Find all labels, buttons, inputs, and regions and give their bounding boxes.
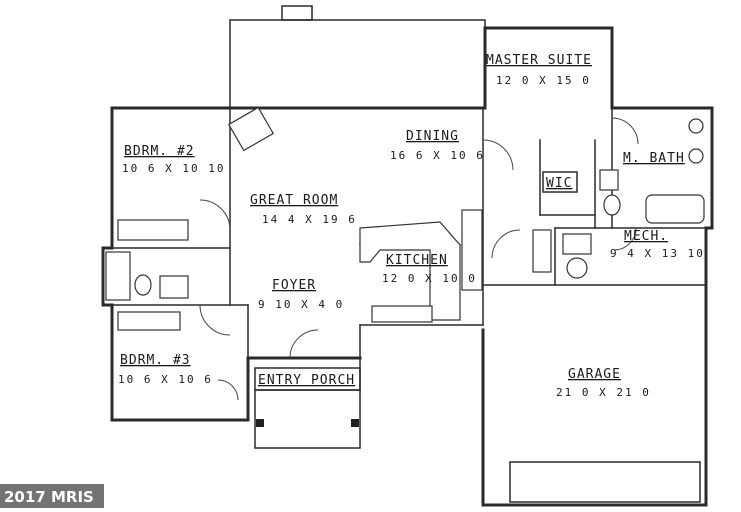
vanity <box>159 275 189 299</box>
bdrm2-name: BDRM. #2 <box>124 144 195 159</box>
sink <box>688 118 704 134</box>
bathtub <box>645 194 705 224</box>
door-swing <box>611 117 639 145</box>
watermark: 2017 MRIS <box>0 484 104 508</box>
toilet <box>134 274 152 296</box>
watermark-text: 2017 MRIS <box>4 488 94 506</box>
mech-dims: 9 4 X 13 10 <box>610 247 705 260</box>
exterior-walls <box>101 26 714 507</box>
kitchen-counter <box>359 221 461 321</box>
water-heater <box>562 233 592 255</box>
closet <box>117 219 189 241</box>
porch-post <box>256 419 264 427</box>
wic-name: WIC <box>546 176 572 191</box>
closet <box>117 311 181 331</box>
kitchen-counter <box>371 305 433 323</box>
foyer-name: FOYER <box>272 278 316 293</box>
bathtub <box>105 251 131 301</box>
door-swing <box>613 227 637 251</box>
door-swing <box>199 199 231 231</box>
door-swing <box>491 229 521 259</box>
garage-door <box>509 461 701 503</box>
furnace <box>566 257 588 279</box>
door-swing <box>217 379 239 401</box>
master-suite-dims: 12 0 X 15 0 <box>496 74 591 87</box>
doors <box>199 117 639 401</box>
bdrm3-dims: 10 6 X 10 6 <box>118 373 213 386</box>
porch-label-box <box>254 367 361 391</box>
garage-dims: 21 0 X 21 0 <box>556 386 651 399</box>
bdrm2-dims: 10 6 X 10 10 <box>122 162 225 175</box>
washer-dryer <box>532 229 552 273</box>
m-bath-name: M. BATH <box>623 151 685 166</box>
foyer-dims: 9 10 X 4 0 <box>258 298 344 311</box>
kitchen-dims: 12 0 X 10 0 <box>382 272 477 285</box>
great-room-dims: 14 4 X 19 6 <box>262 213 357 226</box>
master-suite-name: MASTER SUITE <box>486 53 592 68</box>
entry-porch-name: ENTRY PORCH <box>258 373 355 388</box>
kitchen-name: KITCHEN <box>386 253 448 268</box>
door-swing <box>289 329 319 359</box>
watermark-bg <box>0 484 104 508</box>
porch-post <box>351 419 359 427</box>
wic-box <box>542 171 578 193</box>
dining-name: DINING <box>406 129 459 144</box>
fireplace <box>227 106 275 152</box>
fixtures <box>105 106 705 503</box>
vanity <box>599 169 619 191</box>
door-swing <box>482 139 514 171</box>
room-labels: BDRM. #2 10 6 X 10 10 GREAT ROOM 14 4 X … <box>118 53 705 399</box>
pantry <box>461 209 483 291</box>
garage-name: GARAGE <box>568 367 621 382</box>
door-swing <box>199 304 231 336</box>
great-room-name: GREAT ROOM <box>250 193 338 208</box>
rear-deck <box>229 5 486 109</box>
sink <box>688 148 704 164</box>
mech-name: MECH. <box>624 229 668 244</box>
toilet <box>603 194 621 216</box>
dining-dims: 16 6 X 10 6 <box>390 149 485 162</box>
bdrm3-name: BDRM. #3 <box>120 353 191 368</box>
